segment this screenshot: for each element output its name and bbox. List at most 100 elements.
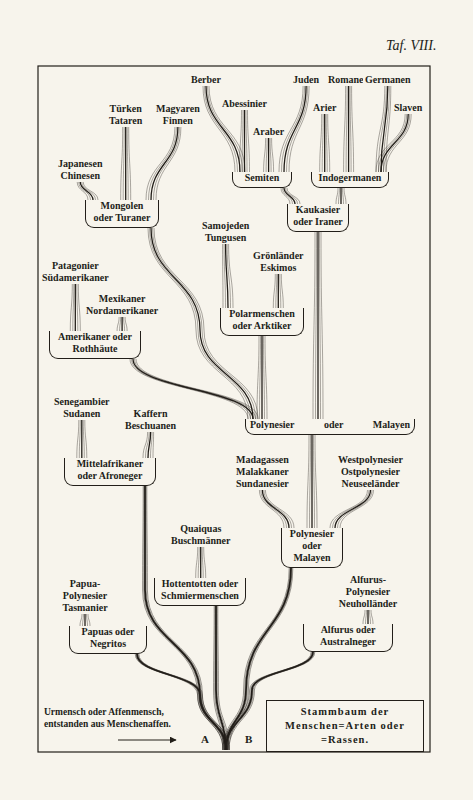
branch-line bbox=[268, 138, 269, 172]
branch-stroke bbox=[246, 110, 247, 172]
branch-stroke bbox=[338, 490, 373, 528]
branch-stroke bbox=[204, 547, 206, 578]
branch-line bbox=[367, 610, 368, 624]
branch-stroke bbox=[315, 435, 317, 528]
people-name: MadagassenMalakkanerSundanesier bbox=[234, 454, 291, 490]
branch-stroke bbox=[117, 317, 119, 331]
branch-stroke bbox=[77, 284, 78, 331]
people-name: QuaiquasBuschmänner bbox=[169, 523, 232, 547]
people-name-text: Abessinier bbox=[222, 98, 267, 110]
race-group: Polarmenschen oder Arktiker bbox=[220, 308, 304, 336]
branch-stroke bbox=[310, 435, 311, 528]
caption-box: Stammbaum der Menschen=Arten oder =Rasse… bbox=[266, 700, 424, 752]
group-name: Semiten bbox=[237, 172, 287, 184]
branch-stroke bbox=[198, 547, 199, 578]
branch-stroke bbox=[73, 284, 74, 331]
branch-stroke bbox=[260, 336, 261, 419]
branch-line bbox=[75, 284, 76, 331]
branch-fan bbox=[146, 127, 181, 200]
group-name: Hottentotten oder Schmiermenschen bbox=[159, 578, 241, 602]
people-name: PatagonierSüdamerikaner bbox=[40, 260, 111, 284]
people-name-text: Samojeden bbox=[202, 220, 249, 232]
branch-line bbox=[81, 420, 82, 458]
group-name: Indogermanen bbox=[316, 172, 384, 184]
people-name-text: Sudanen bbox=[54, 408, 110, 420]
people-name-text: Arier bbox=[313, 102, 336, 114]
branch-fan bbox=[259, 490, 294, 528]
branch-stroke bbox=[386, 86, 391, 172]
people-name: Germanen bbox=[363, 74, 413, 86]
race-group: Polynesier oder Malayen bbox=[245, 419, 415, 435]
branch-fan bbox=[80, 614, 90, 626]
branch-stroke bbox=[273, 274, 275, 308]
branch-stroke bbox=[149, 127, 177, 200]
branch-stroke bbox=[83, 420, 84, 458]
branch-fan bbox=[307, 435, 317, 528]
people-name-text: Finnen bbox=[156, 115, 200, 127]
branch-stroke bbox=[333, 490, 370, 528]
branch-line bbox=[84, 614, 85, 626]
branch-stroke bbox=[240, 110, 242, 172]
race-group: Hottentotten oder Schmiermenschen bbox=[154, 578, 246, 606]
branch-fan bbox=[330, 490, 374, 528]
branch-fan bbox=[363, 610, 373, 624]
branch-line bbox=[335, 490, 371, 528]
branch-stroke bbox=[314, 435, 315, 528]
branch-stroke bbox=[371, 610, 373, 624]
root-letter: B bbox=[244, 733, 253, 745]
branch-stroke bbox=[78, 284, 80, 331]
branch-stroke bbox=[379, 114, 407, 172]
branch-stroke bbox=[123, 127, 124, 200]
branch-fan bbox=[196, 547, 206, 578]
branch-fan bbox=[281, 188, 300, 204]
branch-fan bbox=[121, 127, 131, 200]
people-name-text: Madagassen bbox=[236, 454, 289, 466]
people-name-text: Nordamerikaner bbox=[86, 305, 158, 317]
branch-line bbox=[381, 86, 388, 172]
branch-line bbox=[262, 490, 289, 528]
branch-stroke bbox=[85, 420, 87, 458]
branch-stroke bbox=[276, 274, 277, 308]
branch-stroke bbox=[120, 317, 121, 331]
branch-stroke bbox=[87, 614, 88, 626]
branch-fan bbox=[223, 244, 233, 308]
branch-fan bbox=[376, 114, 411, 172]
group-name: Mongolen oder Turaner bbox=[90, 200, 154, 224]
people-name: MagyarenFinnen bbox=[154, 103, 202, 127]
people-name: KaffernBeschuanen bbox=[123, 408, 178, 432]
group-name: Papuas oder Negritos bbox=[74, 626, 142, 650]
people-name-text: Japanesen bbox=[58, 158, 102, 170]
branch-stroke bbox=[379, 86, 387, 172]
branch-line bbox=[311, 435, 312, 528]
plate-frame bbox=[38, 66, 430, 752]
branch-fan bbox=[240, 110, 250, 172]
branch-stroke bbox=[127, 127, 128, 200]
origin-note: Urmensch oder Affenmensch, entstanden au… bbox=[44, 706, 192, 730]
people-name-text: Eskimos bbox=[253, 262, 304, 274]
people-name-text: Berber bbox=[191, 74, 221, 86]
group-name: Polarmenschen oder Arktiker bbox=[225, 308, 299, 332]
people-name: JapanesenChinesen bbox=[56, 158, 104, 182]
branch-line bbox=[284, 86, 306, 172]
branch-stroke bbox=[326, 114, 327, 172]
people-name-text: Tasmanier bbox=[55, 602, 115, 614]
branch-stroke bbox=[129, 127, 131, 200]
branch-stroke bbox=[270, 138, 271, 172]
branch-fan bbox=[336, 188, 346, 204]
branch-line bbox=[317, 232, 318, 419]
people-name-text: Kaffern bbox=[125, 408, 176, 420]
people-name-text: Ostpolynesier bbox=[338, 466, 403, 478]
branch-stroke bbox=[264, 336, 265, 419]
branch-stroke bbox=[264, 138, 266, 172]
branch-stroke bbox=[363, 610, 365, 624]
branch-fan bbox=[313, 232, 323, 419]
branch-stroke bbox=[146, 127, 175, 200]
branch-stroke bbox=[143, 432, 148, 458]
people-name-text: Germanen bbox=[365, 74, 411, 86]
plate-number: Taf. VIII. bbox=[386, 38, 436, 54]
branch-line bbox=[381, 114, 408, 172]
branch-stroke bbox=[346, 86, 347, 172]
branch-stroke bbox=[280, 274, 281, 308]
branch-stroke bbox=[376, 114, 405, 172]
branch-stroke bbox=[83, 614, 84, 626]
